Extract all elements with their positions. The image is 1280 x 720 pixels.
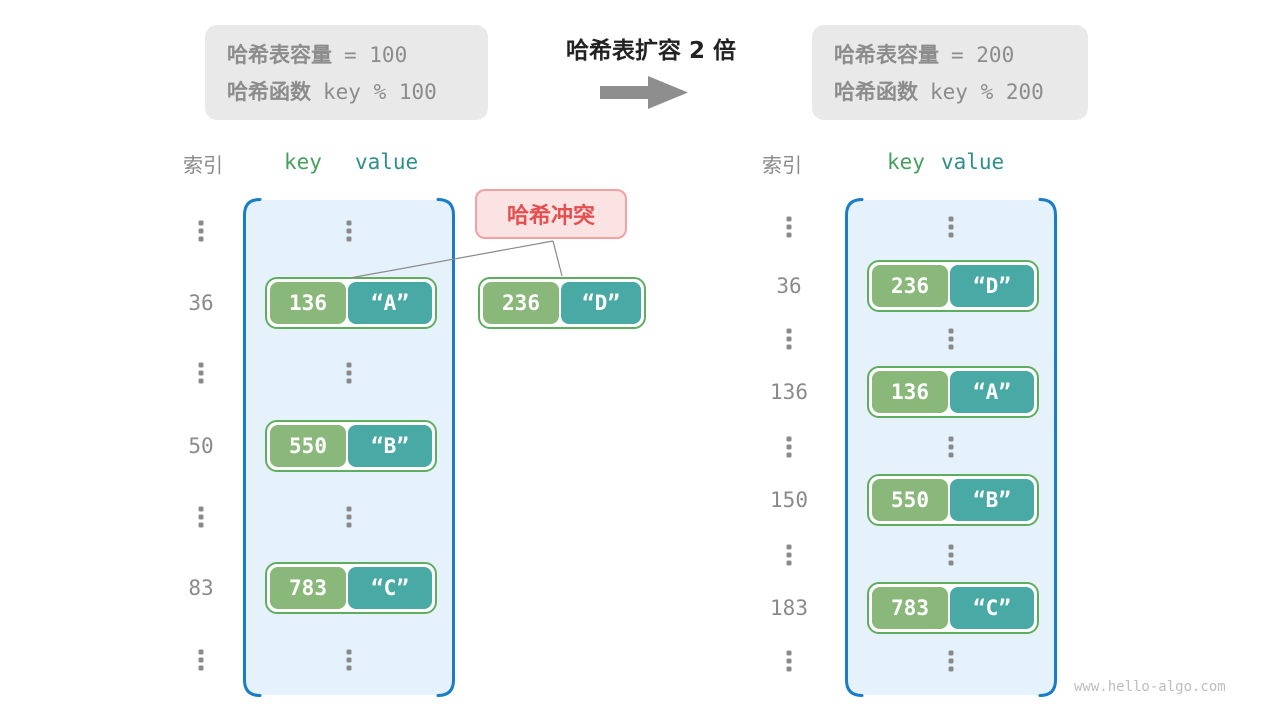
hash-fn-line: 哈希函数 key % 100	[227, 76, 466, 106]
kv-pair-783: 783 “C”	[265, 562, 437, 614]
kv-pair-236: 236 “D”	[867, 260, 1039, 312]
key-header: key	[284, 150, 322, 174]
capacity-label: 哈希表容量	[227, 43, 332, 67]
hash-fn-label: 哈希函数	[227, 80, 311, 104]
hash-fn-value: key % 100	[323, 80, 437, 104]
pair-value: “C”	[950, 587, 1034, 629]
vertical-ellipsis-icon	[948, 216, 954, 238]
pair-value: “D”	[561, 282, 641, 324]
index-label: 36	[188, 291, 214, 315]
kv-pair-550: 550 “B”	[867, 474, 1039, 526]
right-index-header: 索引	[762, 153, 802, 177]
pair-value: “B”	[348, 425, 432, 467]
pair-key: 136	[872, 371, 948, 413]
vertical-ellipsis-icon	[948, 650, 954, 672]
value-header: value	[940, 150, 1005, 174]
index-label: 83	[188, 576, 214, 600]
value-header: value	[354, 150, 419, 174]
pair-key: 783	[872, 587, 948, 629]
watermark: www.hello-algo.com	[1074, 679, 1226, 695]
vertical-ellipsis-icon	[786, 544, 792, 566]
kv-pair-236: 236 “D”	[478, 277, 646, 329]
vertical-ellipsis-icon	[198, 362, 204, 384]
vertical-ellipsis-icon	[198, 506, 204, 528]
vertical-ellipsis-icon	[786, 436, 792, 458]
pair-key: 136	[270, 282, 346, 324]
pair-value: “A”	[950, 371, 1034, 413]
pair-value: “C”	[348, 567, 432, 609]
kv-pair-783: 783 “C”	[867, 582, 1039, 634]
kv-pair-136: 136 “A”	[265, 277, 437, 329]
config-box-after: 哈希表容量 = 200 哈希函数 key % 200	[812, 25, 1088, 120]
vertical-ellipsis-icon	[948, 436, 954, 458]
vertical-ellipsis-icon	[786, 328, 792, 350]
vertical-ellipsis-icon	[786, 650, 792, 672]
pair-value: “A”	[348, 282, 432, 324]
vertical-ellipsis-icon	[786, 216, 792, 238]
index-label: 150	[770, 488, 808, 512]
kv-pair-136: 136 “A”	[867, 366, 1039, 418]
left-hash-table: 136 “A” 550 “B” 783 “C”	[243, 198, 455, 697]
vertical-ellipsis-icon	[346, 649, 352, 671]
resize-title: 哈希表扩容 2 倍	[565, 38, 737, 64]
hash-fn-value: key % 200	[930, 80, 1044, 104]
pair-key: 550	[270, 425, 346, 467]
index-label: 36	[776, 274, 802, 298]
right-hash-table: 236 “D” 136 “A” 550 “B” 783 “C”	[845, 198, 1057, 697]
pair-value: “B”	[950, 479, 1034, 521]
capacity-line: 哈希表容量 = 200	[834, 39, 1066, 69]
capacity-line: 哈希表容量 = 100	[227, 39, 466, 69]
index-label: 50	[188, 434, 214, 458]
hash-collision-badge: 哈希冲突	[475, 189, 627, 239]
vertical-ellipsis-icon	[948, 328, 954, 350]
right-arrow-icon	[600, 76, 688, 109]
vertical-ellipsis-icon	[948, 544, 954, 566]
vertical-ellipsis-icon	[198, 220, 204, 242]
left-index-header: 索引	[183, 153, 223, 177]
vertical-ellipsis-icon	[346, 220, 352, 242]
pair-key: 550	[872, 479, 948, 521]
capacity-value: = 100	[344, 43, 408, 67]
hash-fn-line: 哈希函数 key % 200	[834, 76, 1066, 106]
pair-key: 783	[270, 567, 346, 609]
pair-value: “D”	[950, 265, 1034, 307]
key-header: key	[887, 150, 925, 174]
vertical-ellipsis-icon	[346, 506, 352, 528]
index-label: 136	[770, 380, 808, 404]
vertical-ellipsis-icon	[198, 649, 204, 671]
hash-fn-label: 哈希函数	[834, 80, 918, 104]
capacity-value: = 200	[951, 43, 1015, 67]
capacity-label: 哈希表容量	[834, 43, 939, 67]
kv-pair-550: 550 “B”	[265, 420, 437, 472]
pair-key: 236	[872, 265, 948, 307]
left-kv-header: key value	[284, 150, 418, 174]
vertical-ellipsis-icon	[346, 362, 352, 384]
index-label: 183	[770, 596, 808, 620]
right-kv-header: key value	[887, 150, 1004, 174]
config-box-before: 哈希表容量 = 100 哈希函数 key % 100	[205, 25, 488, 120]
pair-key: 236	[483, 282, 559, 324]
